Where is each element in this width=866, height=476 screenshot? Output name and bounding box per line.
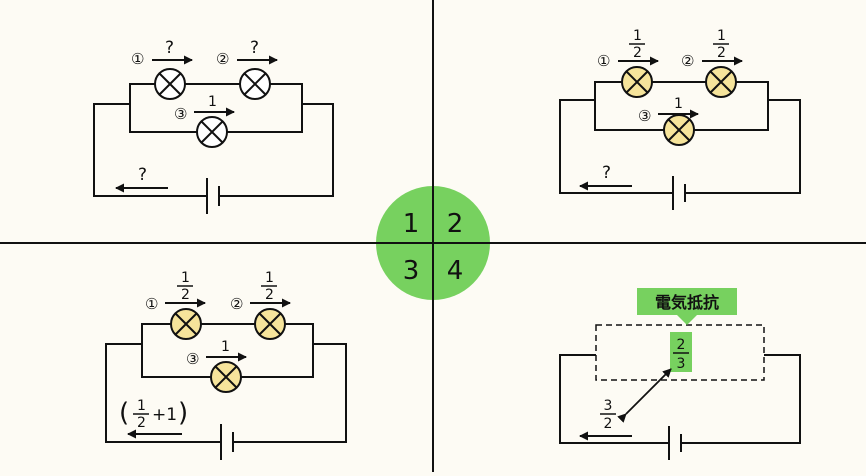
bulb-1-dim bbox=[621, 66, 653, 98]
current-denominator: 2 bbox=[604, 416, 613, 432]
resistance-numerator: 2 bbox=[677, 337, 686, 353]
current-2-denominator: 2 bbox=[265, 287, 274, 303]
total-paren-close: ) bbox=[178, 398, 188, 428]
bulb-1-dim bbox=[170, 308, 202, 340]
current-numerator: 3 bbox=[604, 398, 613, 414]
current-2-numerator: 1 bbox=[265, 270, 274, 286]
circled-one: ① bbox=[145, 295, 158, 313]
current-1-numerator: 1 bbox=[633, 28, 642, 44]
bulb-3-lit bbox=[663, 114, 695, 146]
current-2-numerator: 1 bbox=[717, 28, 726, 44]
bulb-2 bbox=[239, 68, 271, 100]
quadrant-3-circuit: ① ② ③ 1 2 1 2 1 ( 1 2 +1 ) bbox=[105, 270, 347, 460]
resistance-denominator: 3 bbox=[677, 356, 686, 372]
resistance-label-pointer bbox=[677, 315, 697, 325]
quadrant-number-badge: 1 2 3 4 bbox=[376, 186, 490, 300]
total-numerator: 1 bbox=[137, 398, 146, 414]
total-current-label: ? bbox=[602, 163, 611, 183]
bulb-1 bbox=[154, 68, 186, 100]
total-plus-one: +1 bbox=[152, 405, 177, 425]
total-denominator: 2 bbox=[137, 415, 146, 431]
current-3-label: 1 bbox=[674, 96, 683, 112]
circled-three: ③ bbox=[186, 350, 199, 368]
circled-three: ③ bbox=[174, 105, 187, 123]
current-1-numerator: 1 bbox=[181, 270, 190, 286]
quadrant-2-circuit: ① ② ③ 1 2 1 2 1 ? bbox=[559, 28, 801, 210]
bulb-3 bbox=[196, 116, 228, 148]
resistance-label: 電気抵抗 bbox=[655, 293, 719, 312]
quadrant-label-3: 3 bbox=[403, 256, 420, 286]
quadrant-label-2: 2 bbox=[447, 209, 464, 239]
current-3-label: 1 bbox=[221, 339, 230, 355]
quadrant-label-1: 1 bbox=[403, 209, 420, 239]
quadrant-4-circuit: 電気抵抗 2 3 3 2 bbox=[559, 288, 801, 460]
bulb-3-lit bbox=[210, 361, 242, 393]
circled-one: ① bbox=[131, 50, 144, 68]
quadrant-1-circuit: ① ② ③ ? ? 1 ? bbox=[93, 38, 334, 214]
circled-two: ② bbox=[216, 50, 229, 68]
bulb-2-dim bbox=[705, 66, 737, 98]
current-2-label: ? bbox=[250, 38, 259, 58]
circled-three: ③ bbox=[638, 107, 651, 125]
current-2-denominator: 2 bbox=[717, 45, 726, 61]
resistance-value-background bbox=[670, 332, 692, 372]
bulb-2-dim bbox=[254, 308, 286, 340]
total-paren-open: ( bbox=[119, 398, 129, 428]
equivalent-resistance-box bbox=[595, 324, 765, 381]
circled-two: ② bbox=[681, 52, 694, 70]
current-1-label: ? bbox=[165, 38, 174, 58]
circled-one: ① bbox=[597, 52, 610, 70]
relation-arrow bbox=[617, 368, 672, 423]
circled-two: ② bbox=[230, 295, 243, 313]
current-3-label: 1 bbox=[208, 94, 217, 110]
resistance-label-background bbox=[637, 288, 737, 315]
quadrant-label-4: 4 bbox=[447, 256, 464, 286]
current-1-denominator: 2 bbox=[633, 45, 642, 61]
current-1-denominator: 2 bbox=[181, 287, 190, 303]
total-current-label: ? bbox=[138, 165, 147, 185]
